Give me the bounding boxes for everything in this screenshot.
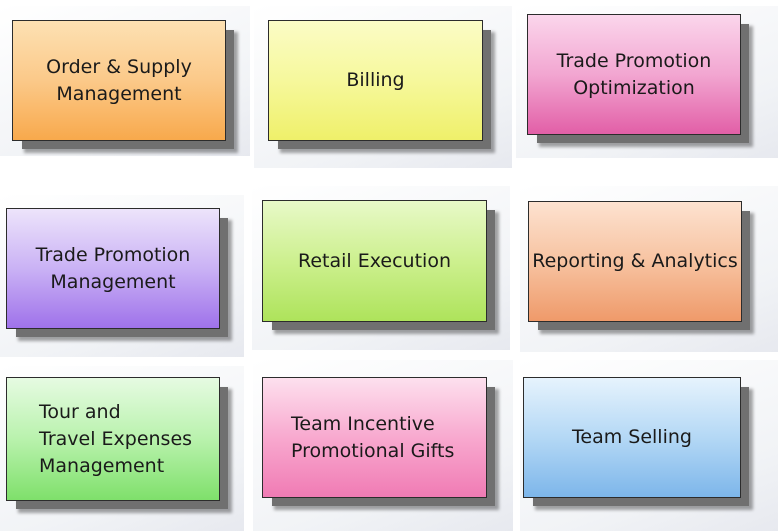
module-reporting-analytics: Reporting & Analytics xyxy=(528,201,742,322)
module-label: Trade Promotion Management xyxy=(35,243,191,293)
module-label: Trade Promotion Optimization xyxy=(556,49,712,99)
module-label: Reporting & Analytics xyxy=(532,250,738,272)
module-label: Retail Execution xyxy=(298,249,451,272)
module-label: Team Incentive Promotional Gifts xyxy=(291,412,455,462)
module-team-incentive: Team Incentive Promotional Gifts xyxy=(262,377,487,498)
module-label: Order & Supply Management xyxy=(46,55,192,105)
module-label: Tour and Travel Expenses Management xyxy=(39,400,193,477)
module-label: Billing xyxy=(346,69,405,91)
module-label: Team Selling xyxy=(572,426,692,448)
module-team-selling: Team Selling xyxy=(523,377,741,498)
module-tour-travel-expenses: Tour and Travel Expenses Management xyxy=(6,377,220,501)
module-billing: Billing xyxy=(268,20,483,141)
module-trade-promotion-management: Trade Promotion Management xyxy=(6,208,220,329)
module-trade-promotion-optimization: Trade Promotion Optimization xyxy=(527,14,741,135)
module-retail-execution: Retail Execution xyxy=(262,200,487,322)
module-order-supply-management: Order & Supply Management xyxy=(12,20,226,141)
